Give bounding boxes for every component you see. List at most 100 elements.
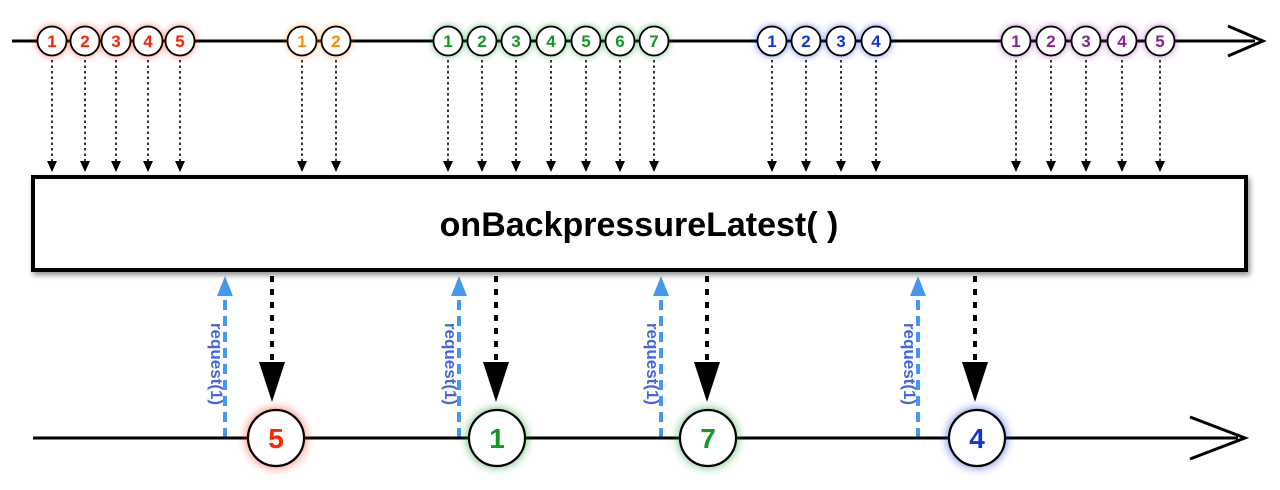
source-marble: 4 <box>1106 25 1138 57</box>
emission-arrow <box>483 276 509 402</box>
operator-box: onBackpressureLatest( ) <box>31 175 1248 272</box>
source-marble-label: 6 <box>615 32 624 51</box>
source-marble-label: 4 <box>871 32 881 51</box>
input-arrow <box>80 60 90 172</box>
source-marble-label: 5 <box>581 32 590 51</box>
output-marble-label: 5 <box>268 423 284 454</box>
source-marble: 1 <box>286 25 318 57</box>
source-marble: 2 <box>1035 25 1067 57</box>
source-marble-label: 4 <box>546 32 556 51</box>
source-marble-label: 2 <box>477 32 486 51</box>
source-marble-label: 2 <box>331 32 340 51</box>
source-marble: 2 <box>790 25 822 57</box>
input-arrow <box>1117 60 1127 172</box>
source-marble: 4 <box>535 25 567 57</box>
source-marble: 7 <box>638 25 670 57</box>
output-marble-label: 4 <box>969 423 985 454</box>
source-marble: 1 <box>36 25 68 57</box>
source-marble: 3 <box>100 25 132 57</box>
source-marble: 1 <box>1000 25 1032 57</box>
source-marble: 4 <box>860 25 892 57</box>
input-arrow <box>581 60 591 172</box>
source-marble-label: 1 <box>443 32 452 51</box>
source-marble: 3 <box>500 25 532 57</box>
source-marble: 5 <box>164 25 196 57</box>
source-marbles: 1 2 3 4 5 1 2 1 2 3 4 5 6 7 1 2 3 4 1 2 3 4 5 <box>36 25 1176 57</box>
request-arrows: request(1) request(1) request(1) request(1) <box>207 276 926 438</box>
source-marble-label: 2 <box>801 32 810 51</box>
input-arrow <box>1011 60 1021 172</box>
input-arrow <box>871 60 881 172</box>
emission-arrow <box>694 276 720 402</box>
output-timeline-arrowhead <box>1189 415 1250 461</box>
source-marble-label: 5 <box>175 32 184 51</box>
source-marble-label: 1 <box>1011 32 1020 51</box>
source-marble-label: 5 <box>1155 32 1164 51</box>
input-arrow <box>836 60 846 172</box>
source-marble: 3 <box>1070 25 1102 57</box>
input-arrow <box>1081 60 1091 172</box>
source-marble: 2 <box>320 25 352 57</box>
input-arrow <box>615 60 625 172</box>
request-arrow: request(1) <box>643 276 669 438</box>
source-marble-label: 3 <box>511 32 520 51</box>
request-arrow: request(1) <box>441 276 467 438</box>
request-label: request(1) <box>643 323 662 405</box>
source-marble-label: 4 <box>143 32 153 51</box>
source-marble-label: 3 <box>1081 32 1090 51</box>
source-marble-label: 3 <box>111 32 120 51</box>
request-arrow: request(1) <box>207 276 233 438</box>
source-marble: 1 <box>756 25 788 57</box>
emission-arrows <box>259 276 988 402</box>
input-arrow <box>546 60 556 172</box>
input-arrow <box>111 60 121 172</box>
output-marble-label: 1 <box>489 423 505 454</box>
input-arrow <box>175 60 185 172</box>
source-marble-label: 4 <box>1117 32 1127 51</box>
source-marble-label: 1 <box>47 32 56 51</box>
input-arrow <box>297 60 307 172</box>
output-timeline <box>33 415 1250 461</box>
request-label: request(1) <box>900 323 919 405</box>
input-arrow <box>143 60 153 172</box>
input-arrow <box>443 60 453 172</box>
source-marble-label: 2 <box>1046 32 1055 51</box>
source-marble-label: 2 <box>80 32 89 51</box>
request-label: request(1) <box>207 323 226 405</box>
output-marble-label: 7 <box>700 423 716 454</box>
source-timeline-arrowhead <box>1227 24 1267 58</box>
input-arrow <box>47 60 57 172</box>
input-arrows <box>47 60 1165 172</box>
source-marble: 5 <box>1144 25 1176 57</box>
input-arrow <box>331 60 341 172</box>
source-marble: 4 <box>132 25 164 57</box>
emission-arrow <box>962 276 988 402</box>
request-arrow: request(1) <box>900 276 926 438</box>
input-arrow <box>801 60 811 172</box>
output-marble: 5 <box>246 408 306 468</box>
output-marble: 7 <box>678 408 738 468</box>
source-marble-label: 1 <box>297 32 306 51</box>
source-marble-label: 7 <box>649 32 658 51</box>
output-marble: 1 <box>467 408 527 468</box>
output-marbles: 5 1 7 4 <box>246 408 1007 468</box>
source-marble-label: 3 <box>836 32 845 51</box>
source-marble: 2 <box>466 25 498 57</box>
source-marble-label: 1 <box>767 32 776 51</box>
input-arrow <box>767 60 777 172</box>
source-marble: 2 <box>69 25 101 57</box>
input-arrow <box>1046 60 1056 172</box>
source-marble: 6 <box>604 25 636 57</box>
input-arrow <box>477 60 487 172</box>
source-marble: 1 <box>432 25 464 57</box>
input-arrow <box>511 60 521 172</box>
emission-arrow <box>259 276 285 402</box>
operator-label: onBackpressureLatest( ) <box>440 206 839 244</box>
source-marble: 3 <box>825 25 857 57</box>
source-marble: 5 <box>570 25 602 57</box>
input-arrow <box>1155 60 1165 172</box>
request-label: request(1) <box>441 323 460 405</box>
output-marble: 4 <box>947 408 1007 468</box>
input-arrow <box>649 60 659 172</box>
